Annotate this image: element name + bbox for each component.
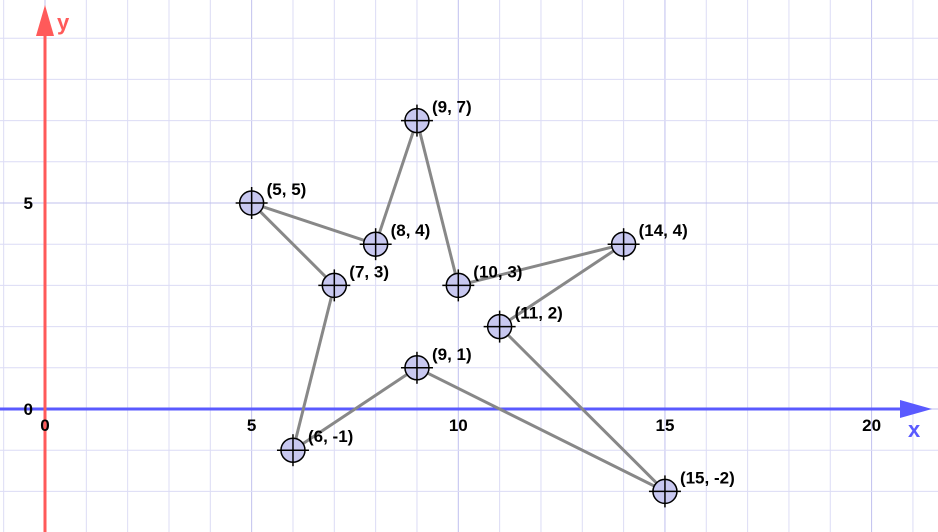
point-label: (9, 7): [432, 98, 472, 117]
data-point: (15, -2): [648, 468, 735, 508]
point-label: (8, 4): [391, 221, 431, 240]
point-label: (5, 5): [267, 180, 307, 199]
star-segment: [498, 325, 667, 493]
y-axis-label: y: [57, 10, 70, 35]
point-label: (7, 3): [349, 262, 389, 281]
data-point: (11, 2): [483, 304, 563, 343]
x-axis-label: x: [908, 417, 921, 442]
star-segment: [291, 366, 419, 452]
star-outline: [250, 119, 667, 493]
star-segment: [456, 242, 626, 287]
star-segment: [374, 119, 419, 246]
x-axis-arrow: [900, 400, 932, 418]
data-point: (9, 7): [400, 98, 472, 137]
tick-labels: 0 5 10 15 20 0 5: [24, 194, 882, 435]
y-tick-label: 5: [24, 194, 33, 213]
data-point: (7, 3): [318, 262, 389, 302]
point-label: (6, -1): [308, 427, 353, 446]
data-point: (14, 4): [607, 221, 688, 261]
x-tick-label: 20: [862, 416, 881, 435]
data-point: (5, 5): [235, 180, 307, 219]
point-label: (11, 2): [515, 304, 563, 323]
star-segment: [415, 119, 460, 287]
x-tick-label: 0: [40, 416, 49, 435]
y-tick-label: 0: [24, 400, 33, 419]
star-segment: [291, 283, 336, 452]
data-point: (6, -1): [276, 427, 353, 467]
data-points: (9, 7) (5, 5) (8, 4) (14, 4) (7, 3) (10, 3) (1…: [235, 98, 735, 508]
star-segment: [250, 201, 378, 246]
y-axis-arrow: [36, 5, 54, 36]
point-label: (10, 3): [473, 262, 522, 281]
x-tick-label: 10: [449, 416, 468, 435]
point-label: (15, -2): [680, 468, 735, 487]
data-point: (10, 3): [442, 262, 522, 302]
data-point: (9, 1): [400, 345, 472, 384]
point-label: (14, 4): [639, 221, 688, 240]
data-point: (8, 4): [359, 221, 431, 261]
star-segment: [415, 366, 667, 493]
star-segment: [498, 242, 626, 329]
star-segment: [250, 201, 336, 287]
x-tick-label: 5: [247, 416, 256, 435]
axes: [0, 5, 932, 532]
x-tick-label: 15: [655, 416, 674, 435]
point-label: (9, 1): [432, 345, 472, 364]
